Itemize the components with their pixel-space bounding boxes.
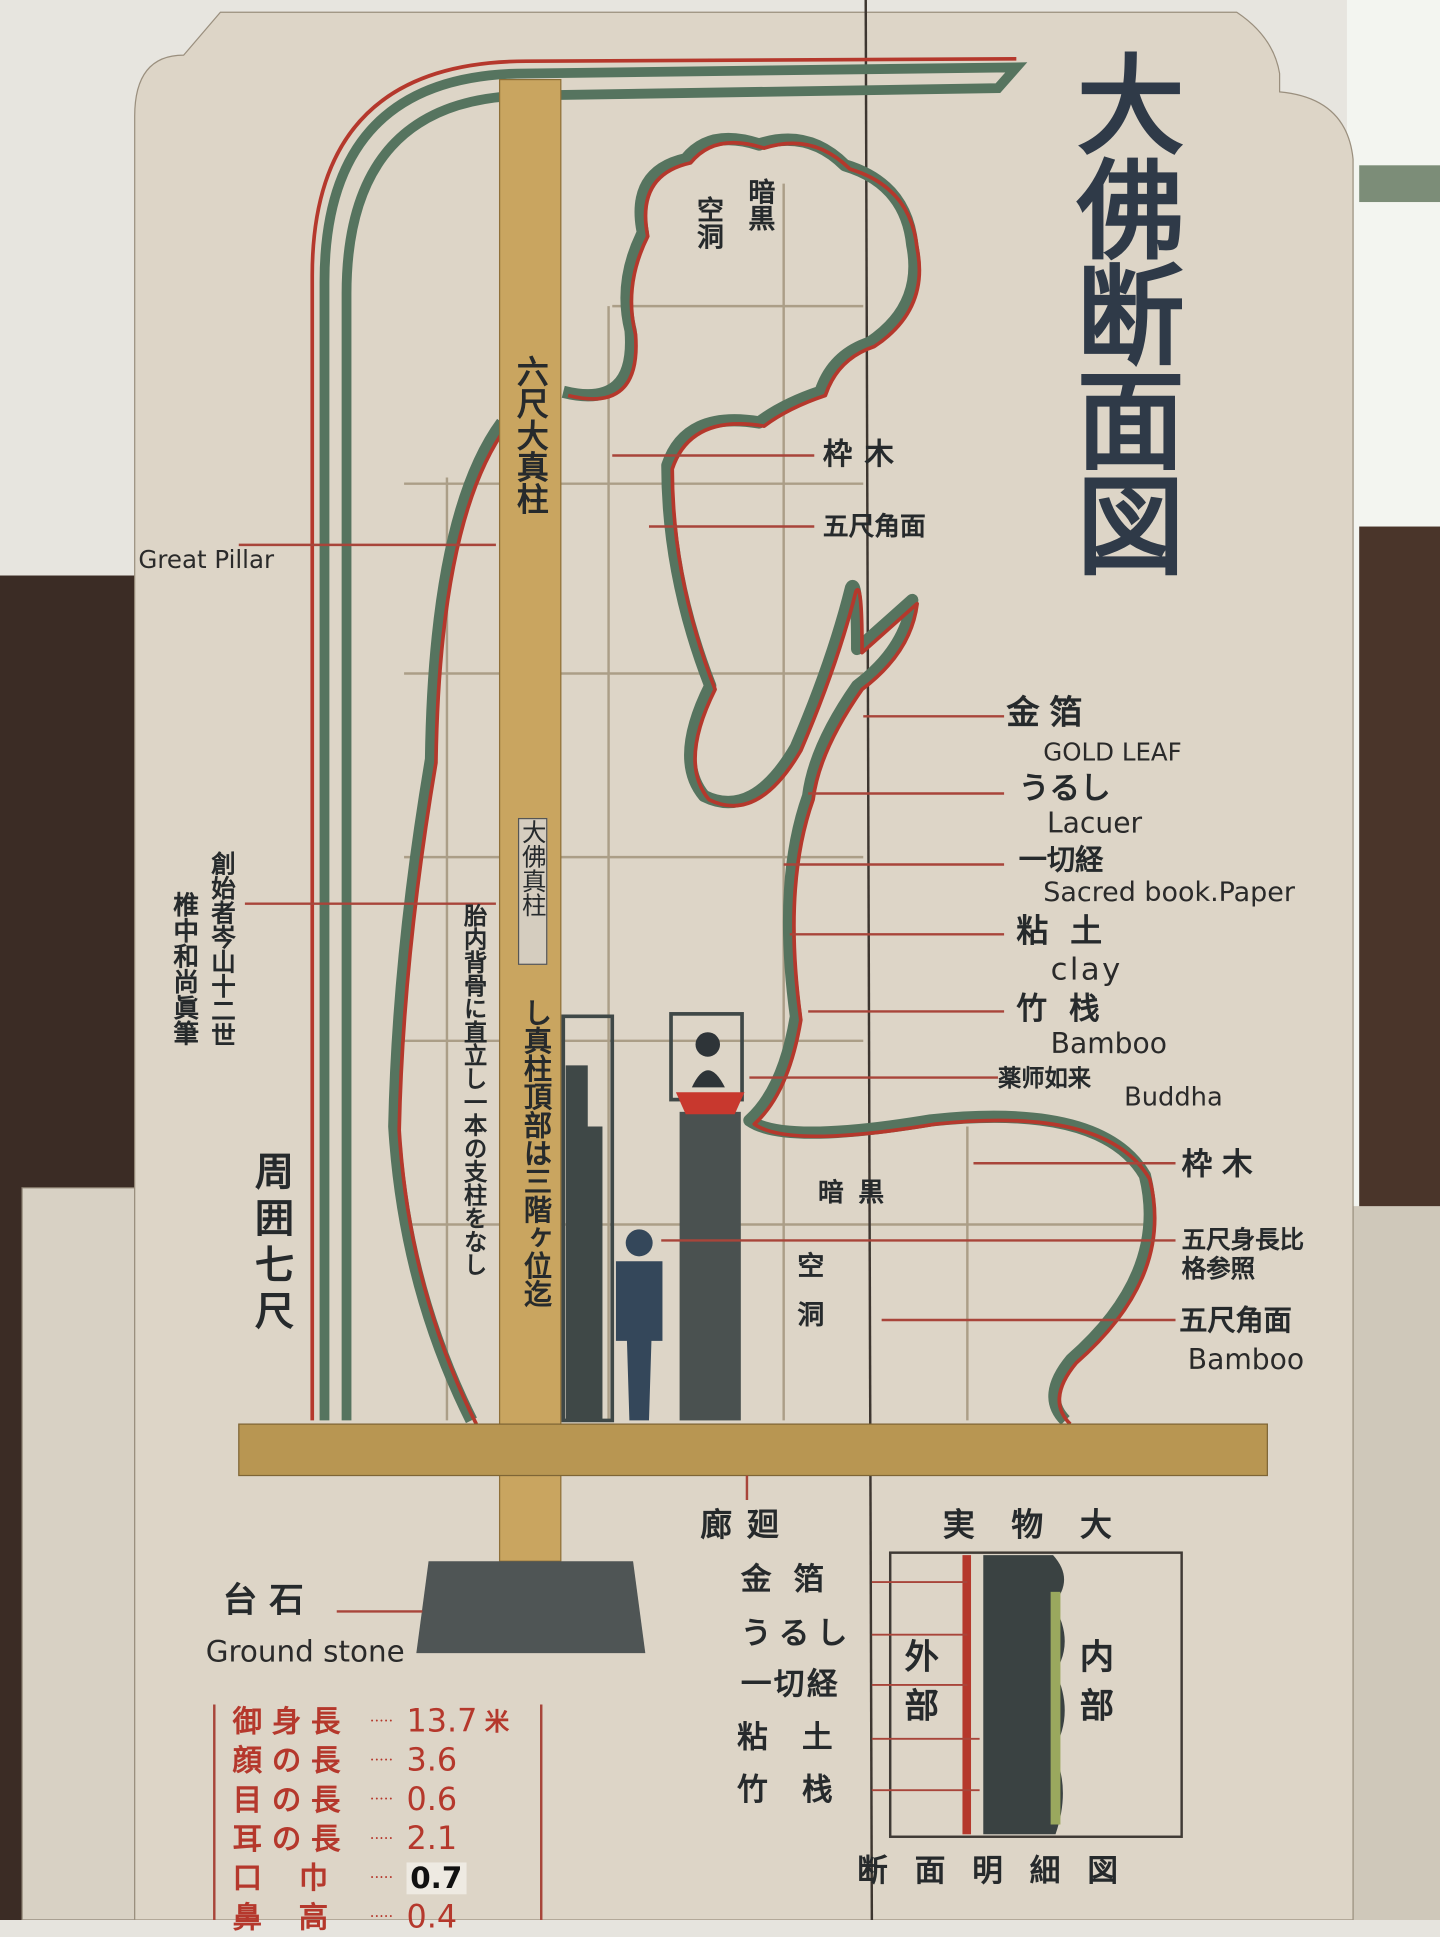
material-gold-jp: 金箔 — [1006, 694, 1093, 733]
dimension-value: 0.4 — [406, 1898, 458, 1936]
dimension-leader: ····· — [369, 1869, 394, 1887]
dimension-row: 口巾 ····· 0.7 — [233, 1859, 539, 1898]
head-hollow-label: 空洞 — [692, 195, 724, 250]
circumference-label: 周囲七尺 — [248, 1151, 296, 1338]
dimension-label: 顔の長 — [232, 1742, 351, 1778]
outer-label: 外部 — [899, 1638, 941, 1737]
dimension-label: 目の長 — [232, 1781, 351, 1817]
material-gold-en: GOLD LEAF — [1043, 737, 1182, 767]
pillar-tag: 大佛真柱 — [517, 817, 548, 965]
body-hollow-label: 空洞 — [792, 1251, 825, 1350]
board-crack — [864, 0, 874, 1921]
dimension-unit: 米 — [484, 1706, 510, 1737]
actual-size-label: 実物大 — [942, 1507, 1149, 1545]
upper-frame-label: 枠木 — [822, 435, 907, 472]
dimension-row: 鼻高 ····· 0.4 — [233, 1898, 539, 1937]
detail-layer-gold: 金箔 — [740, 1561, 847, 1597]
author-note-line2: 椎中和尚眞筆 — [170, 891, 201, 1046]
author-note-line1: 創始者岑山十二世 — [206, 851, 237, 1047]
dimension-value: 13.7 — [406, 1702, 478, 1740]
pillar-name: 六尺大真柱 — [511, 355, 549, 515]
material-clay-en: clay — [1050, 951, 1123, 987]
material-paper-jp: 一切経 — [1018, 843, 1104, 877]
ground-stone-shape — [416, 1561, 646, 1654]
dimension-row: 御身長 ····· 13.7 米 — [233, 1702, 539, 1741]
dimension-value: 2.1 — [406, 1820, 458, 1858]
body-dark-label: 暗黒 — [817, 1176, 899, 1208]
dimension-leader: ····· — [369, 1829, 394, 1848]
dimension-label: 耳の長 — [232, 1820, 351, 1857]
dimension-value: 0.6 — [406, 1781, 458, 1819]
material-bamboo-jp: 竹栈 — [1016, 990, 1122, 1027]
dimensions-table: 御身長 ····· 13.7 米 顔の長 ····· 3.6 目の長 ·····… — [233, 1702, 539, 1937]
buddha-statue-base — [679, 1111, 741, 1421]
dimension-row: 目の長 ····· 0.6 — [233, 1780, 539, 1819]
lower-square-label: 五尺角面 — [1179, 1304, 1292, 1338]
dimension-leader: ····· — [369, 1790, 394, 1808]
lower-scale-label: 五尺身長比格参照 — [1181, 1224, 1305, 1284]
material-clay-jp: 粘土 — [1016, 913, 1125, 951]
upper-square-label: 五尺角面 — [822, 510, 926, 542]
dimension-label: 御身長 — [232, 1703, 351, 1739]
dimension-row: 耳の長 ····· 2.1 — [233, 1820, 539, 1859]
lower-frame-label: 枠木 — [1181, 1146, 1263, 1182]
material-paper-en: Sacred book.Paper — [1043, 877, 1295, 909]
ground-stone-jp: 台石 — [222, 1579, 316, 1621]
dimension-leader: ····· — [369, 1751, 394, 1769]
detail-layer-lacquer: うるし — [740, 1615, 855, 1651]
page-title: 大佛断面図 — [1058, 48, 1187, 576]
dimension-label: 鼻高 — [232, 1898, 365, 1935]
detail-layer-paper: 一切経 — [740, 1666, 841, 1703]
ground-stone-en: Ground stone — [205, 1634, 405, 1669]
dimension-label: 口巾 — [232, 1859, 365, 1896]
dimension-leader: ····· — [369, 1712, 394, 1730]
detail-layer-clay: 粘土 — [737, 1719, 867, 1755]
pillar-note-side: 胎内背骨に直立し一本の支柱をなし — [460, 903, 488, 1276]
inner-label: 内部 — [1074, 1638, 1116, 1737]
material-lacquer-jp: うるし — [1018, 770, 1111, 806]
material-buddha-jp: 薬师如来 — [997, 1065, 1092, 1093]
material-buddha-en: Buddha — [1124, 1082, 1223, 1112]
corridor-label: 廊廻 — [700, 1507, 794, 1545]
pillar-note-top: し真柱頂部は三階ヶ位迄 — [518, 997, 552, 1308]
dimension-value: 3.6 — [406, 1742, 458, 1779]
detail-layer-bamboo: 竹栈 — [737, 1771, 867, 1808]
material-bamboo-en: Bamboo — [1050, 1028, 1167, 1061]
dimension-row: 顔の長 ····· 3.6 — [233, 1741, 539, 1780]
detail-box — [888, 1551, 1183, 1838]
person-silhouette — [615, 1261, 663, 1421]
dimension-leader: ····· — [369, 1908, 394, 1926]
lower-bamboo-label: Bamboo — [1187, 1344, 1305, 1377]
dimension-value: 0.7 — [406, 1862, 466, 1895]
detail-caption: 断面明細図 — [857, 1852, 1145, 1889]
material-lacquer-en: Lacuer — [1046, 808, 1143, 841]
head-dark-label: 暗黒 — [743, 177, 776, 232]
floor-beam — [238, 1423, 1268, 1477]
great-pillar-label: Great Pillar — [138, 544, 275, 575]
